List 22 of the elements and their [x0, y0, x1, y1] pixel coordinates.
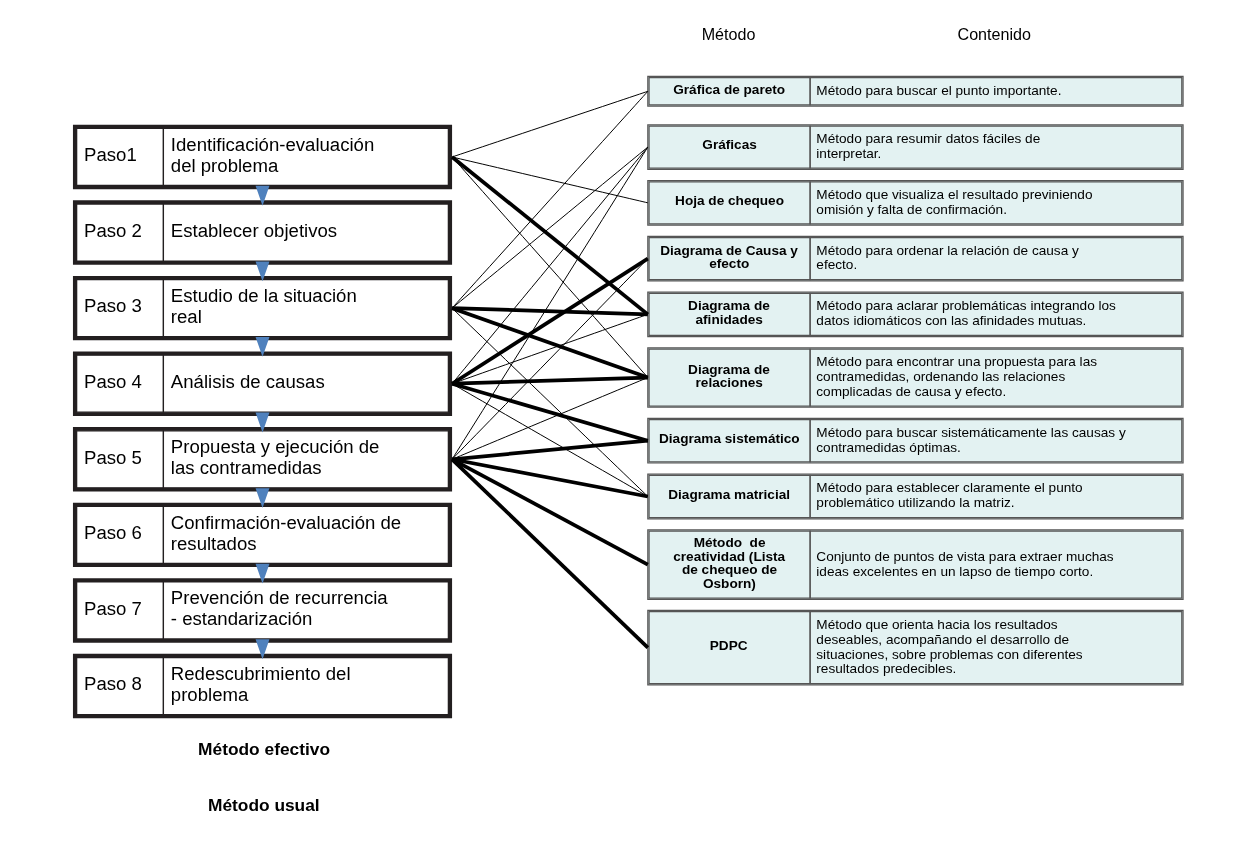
- connector: [451, 146, 649, 460]
- connector: [451, 383, 649, 497]
- connector: [451, 257, 649, 386]
- label: Método: [701, 24, 756, 43]
- arrow: [255, 185, 270, 206]
- connector: [451, 90, 649, 158]
- connector: [451, 90, 649, 309]
- connector: [451, 381, 649, 443]
- label: Contenido: [957, 24, 1031, 43]
- connector: [452, 306, 648, 317]
- connector: [451, 438, 648, 462]
- legend-label: Método usual: [208, 794, 320, 815]
- arrow: [255, 563, 270, 584]
- connector: [451, 258, 649, 460]
- connector: [451, 457, 649, 499]
- legend-label: Método efectivo: [198, 739, 330, 760]
- connector: [451, 377, 649, 460]
- connector: [452, 375, 648, 386]
- connector: [451, 457, 649, 567]
- connector: [451, 307, 649, 497]
- connector: [450, 457, 650, 649]
- arrow: [255, 412, 270, 433]
